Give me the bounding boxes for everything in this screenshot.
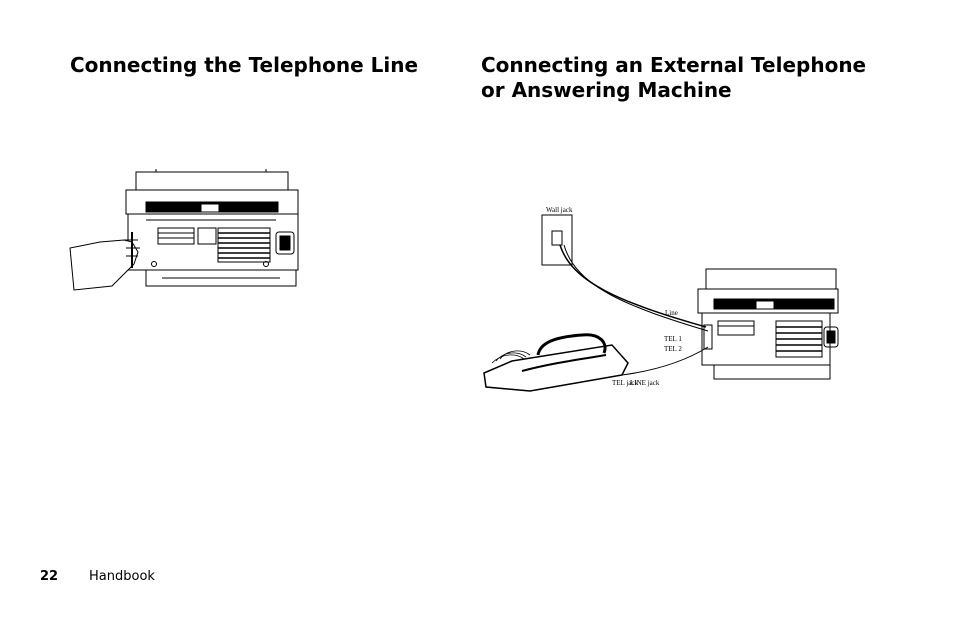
section-heading-external-telephone: Connecting an External Telephone or Answ… (481, 53, 867, 102)
line-label: Line (665, 309, 678, 317)
fax-line-connection-illustration (69, 169, 299, 291)
wall-jack-label: Wall jack (546, 206, 573, 214)
page-number: 22 (40, 569, 59, 584)
tel1-label: TEL 1 (664, 335, 682, 343)
tel2-label: TEL 2 (664, 345, 682, 353)
section-heading-telephone-line: Connecting the Telephone Line (70, 53, 419, 77)
tel-jack-label: TEL jack (612, 379, 638, 387)
line-jack-label: LINE jack (630, 379, 660, 387)
footer-title: Handbook (89, 569, 155, 584)
external-telephone-connection-illustration: Wall jack Line TEL 1 TEL 2 TEL jack LINE… (483, 206, 839, 392)
